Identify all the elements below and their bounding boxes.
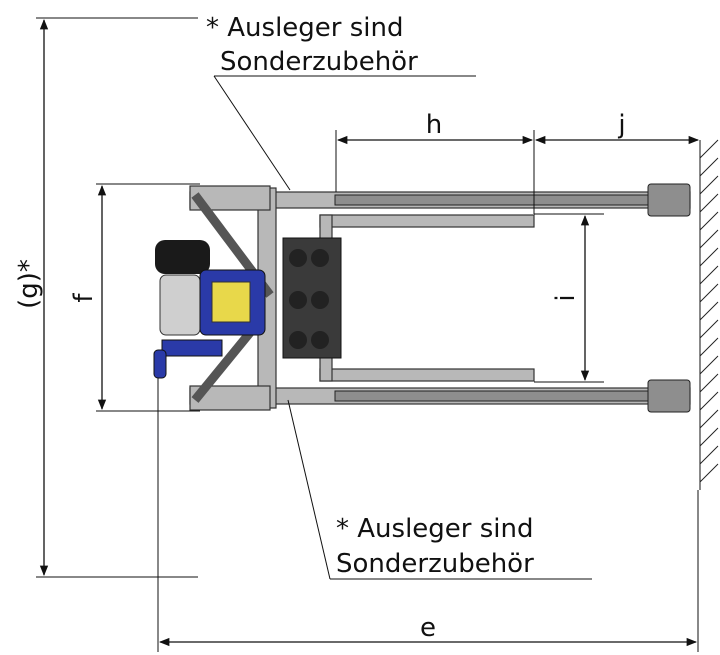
note-top-line2: Sonderzubehör [220, 47, 418, 77]
label-e: e [420, 613, 436, 643]
wall [699, 139, 719, 490]
note-bottom-line1: * Ausleger sind [336, 514, 534, 544]
label-f: f [69, 293, 99, 303]
label-j: j [617, 110, 625, 140]
wall-hatching [699, 139, 719, 483]
label-h: h [426, 110, 442, 140]
label-i: i [551, 294, 581, 301]
note-bottom-line2: Sonderzubehör [336, 549, 534, 579]
dimension-e [157, 378, 699, 652]
dimension-g [36, 17, 198, 578]
dimension-h [335, 130, 535, 214]
label-g: (g)* [14, 259, 44, 309]
machine-topview [153, 183, 691, 413]
note-top [213, 75, 476, 191]
dimension-f [96, 183, 200, 412]
dimension-i [534, 213, 604, 383]
note-top-line1: * Ausleger sind [206, 13, 404, 43]
note-bottom [287, 399, 592, 580]
